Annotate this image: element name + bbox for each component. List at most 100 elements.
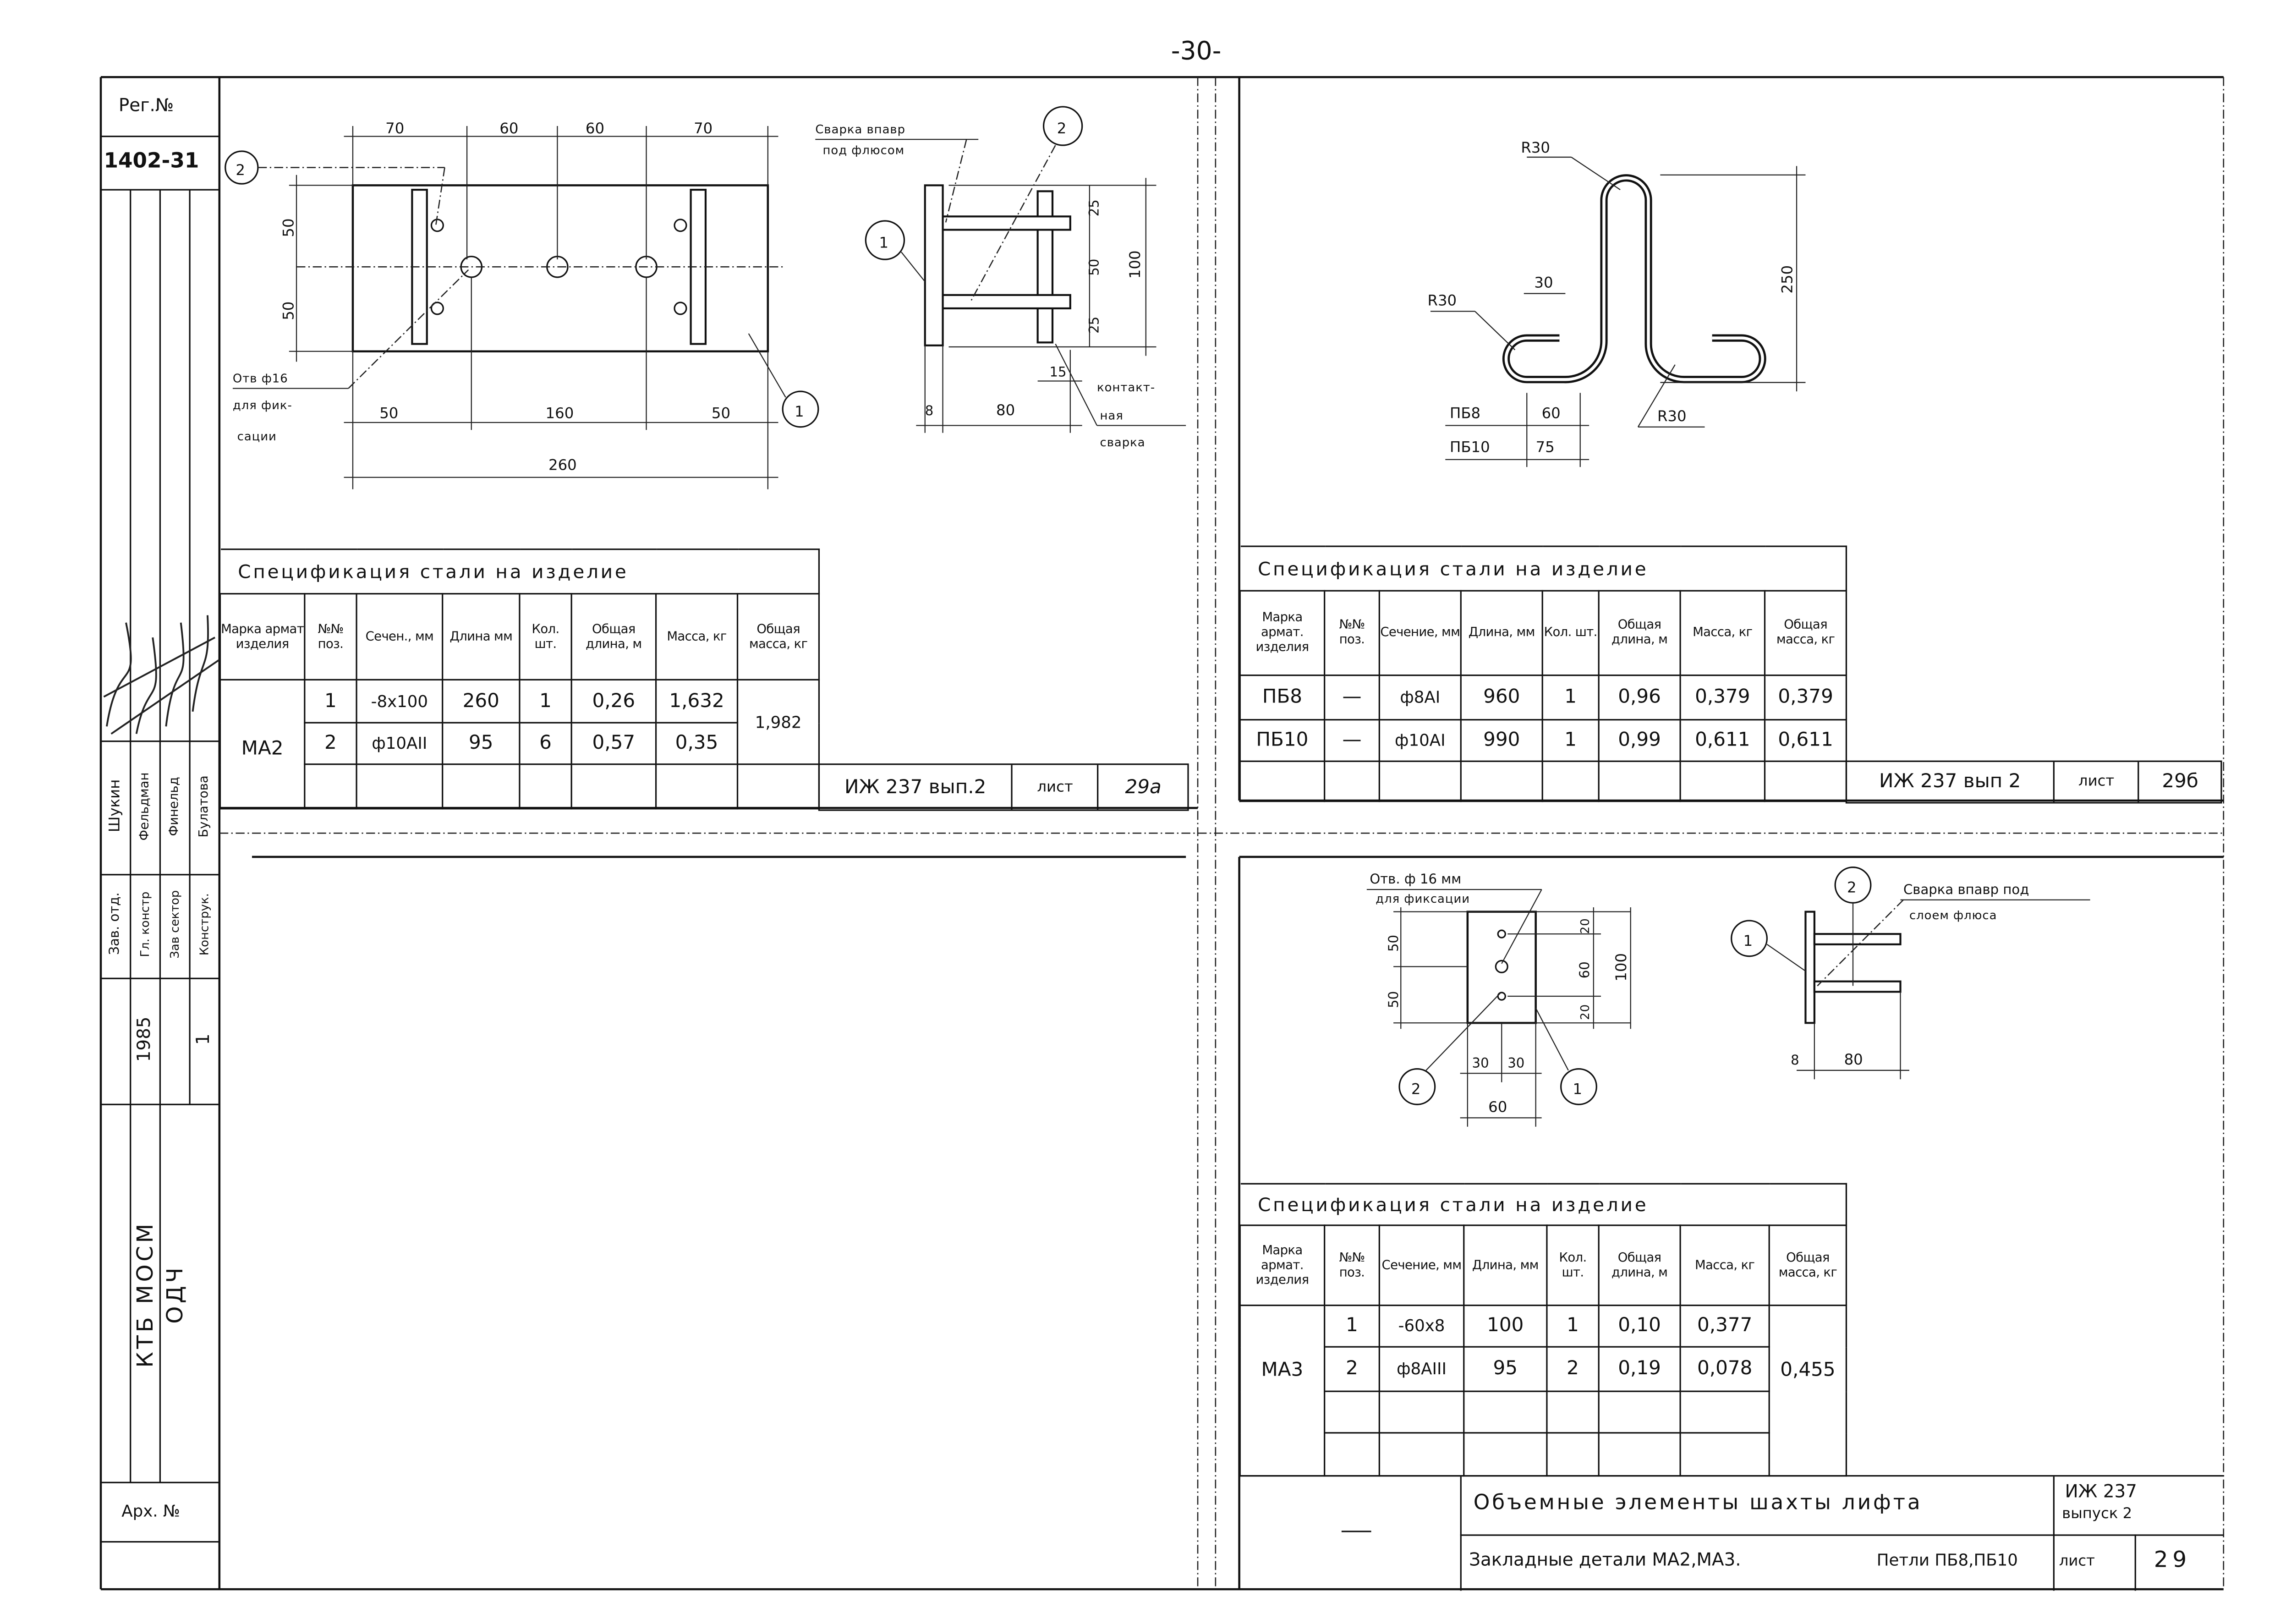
doc-code: ИЖ 237 [2065,1481,2137,1502]
total-length-cell: 0,19 [1598,1346,1681,1392]
mass-cell: 0,377 [1679,1304,1770,1348]
total-length-cell: 0,96 [1598,675,1681,721]
column-header: Масса, кг [1679,590,1766,676]
table-row: 2 ф10АII 95 6 0,57 0,35 [220,722,819,765]
dimension-label: сварка [1100,436,1146,450]
table-row [1240,1390,1847,1434]
total-mass-cell: 0,611 [1764,719,1847,762]
dimension-label: под флюсом [823,143,905,157]
column-header: Марка армат. изделия [1239,1224,1326,1306]
section-cell: -60х8 [1378,1304,1465,1348]
dimension-label: 2 [1057,120,1067,137]
dimension-label: 50 [379,404,398,422]
dimension-label: 50 [280,218,297,237]
pos-cell: 2 [304,722,357,765]
section-cell: ф10АI [1378,719,1462,762]
section-cell: ф10АII [356,722,444,765]
sheet-frame [99,76,2225,1591]
column-header: Общая масса, кг [736,593,820,680]
callout-1-icon [782,390,819,428]
column-header: Сечен., мм [356,593,444,680]
ma2-side-drawing: 100 25 50 25 8 80 15 Сварка впавр под фл… [815,106,1186,450]
year: 1985 [133,1016,154,1062]
section-cell: ф8АI [1378,675,1462,721]
name-label: Фельдман [137,772,153,841]
length-cell: 95 [1463,1346,1548,1392]
project-title: Объемные элементы шахты лифта [1473,1491,1923,1515]
qty-cell: 1 [519,679,572,724]
dimension-label: контакт- [1097,381,1155,395]
mark-cell: МА3 [1239,1304,1326,1477]
dimension-label: 100 [1612,953,1630,982]
column-header: Кол. шт. [1546,1224,1600,1306]
table-row: ПБ8 — ф8АI 960 1 0,96 0,379 0,379 [1239,675,1847,721]
dimension-label: Сварка впавр под [1903,882,2029,897]
dimension-label: 8 [925,403,934,418]
dimension-label: Отв. ф 16 мм [1370,871,1461,887]
dimension-label: ПБ8 [1450,404,1480,422]
spec-table-ma3: Спецификация стали на изделие Марка арма… [1239,1183,1847,1477]
dimension-label: 1 [1743,932,1753,949]
column-header: Длина, мм [1460,590,1543,676]
position-label: Конструк. [197,893,212,956]
length-cell: 960 [1460,675,1543,721]
name-label: Булатова [197,775,212,838]
position-label: Гл. констр [138,891,152,957]
total-mass-cell: 0,455 [1768,1304,1847,1477]
pos-cell: 2 [1324,1346,1380,1392]
column-header: Кол. шт. [519,593,572,680]
total-length-cell: 0,99 [1598,719,1681,762]
table-row [220,763,820,810]
column-header: Длина, мм [1463,1224,1548,1306]
dimension-label: для фиксации [1376,892,1470,906]
qty-cell: 1 [1541,675,1600,721]
dimension-label: 50 [712,404,730,422]
mass-cell: 0,611 [1679,719,1766,762]
section-cell: ф8АIII [1378,1346,1465,1392]
total-length-cell: 0,26 [570,679,657,724]
dimension-label: 2 [1411,1081,1421,1098]
callout-2-icon [1042,106,1083,146]
mark-cell: МА2 [219,679,306,810]
dimension-label: Отв ф16 [233,372,288,386]
qty-cell: 2 [1546,1346,1600,1392]
dimension-label: 25 [1086,199,1102,216]
column-header: Сечение, мм [1378,590,1462,676]
dimension-label: 50 [1386,935,1401,952]
mass-cell: 0,379 [1679,675,1766,721]
doc-code: ИЖ 237 вып.2 [820,765,1013,810]
department: ОДЧ [161,1264,188,1324]
dimension-label: сации [237,430,277,444]
column-header: Марка армат. изделия [1239,590,1326,676]
dimension-label: 60 [586,120,604,137]
dimension-label: 25 [1086,317,1102,334]
table-row [1240,1432,1847,1477]
table-title: Спецификация стали на изделие [1240,545,1847,592]
dimension-label: для фик- [233,399,292,412]
sheet-count: 1 [192,1033,214,1045]
column-header: Сечение, мм [1378,1224,1465,1306]
sheet-number: 29а [1125,776,1162,799]
column-header: Общая длина, м [570,593,657,680]
spec-table-pb: Спецификация стали на изделие Марка арма… [1239,545,1847,802]
dimension-label: 15 [1050,364,1067,380]
dimension-label: 250 [1778,265,1796,294]
column-header: Кол. шт. [1541,590,1600,676]
total-length-cell: 0,10 [1598,1304,1681,1348]
column-header: Длина мм [442,593,521,680]
loop-pb-drawing: R30 R30 30 250 R30 ПБ8 60 ПБ10 75 [1427,139,1806,467]
length-cell: 990 [1460,719,1543,762]
dimension-label: R30 [1657,407,1687,425]
pos-cell: 1 [304,679,357,724]
column-header: Общая масса, кг [1768,1224,1847,1306]
sheet-label: лист [1012,765,1099,810]
dimension-label: 1 [879,234,888,251]
dimension-label: 50 [1086,259,1102,276]
length-cell: 100 [1463,1304,1548,1348]
column-header: Общая масса, кг [1764,590,1847,676]
dimension-label: 70 [694,120,713,137]
dimension-label: 70 [385,120,404,137]
dimension-label: ная [1100,409,1124,423]
